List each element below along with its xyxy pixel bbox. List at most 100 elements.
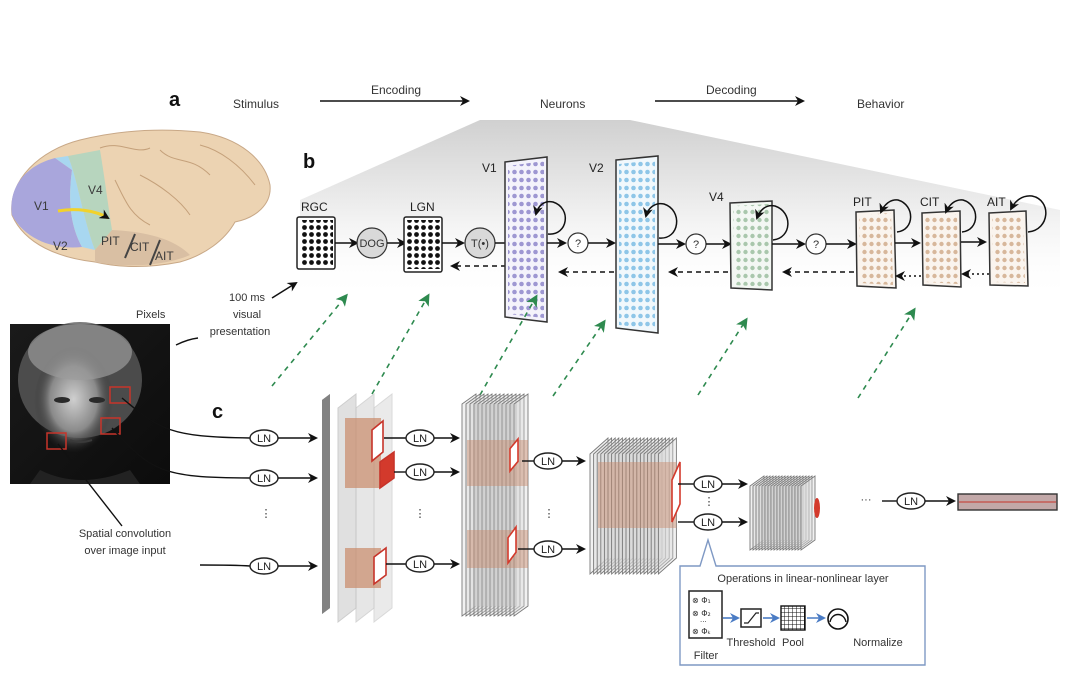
- neurons-label: Neurons: [540, 97, 585, 111]
- mapping-arrow-2: [371, 293, 430, 395]
- horizontal-ellipsis: ···: [861, 494, 872, 506]
- brain-label-pit: PIT: [101, 234, 120, 248]
- panel-b-label: b: [303, 151, 315, 173]
- pit-cit-divider: [124, 233, 136, 259]
- portrait-image: [10, 322, 170, 484]
- ln-node: LN: [249, 469, 279, 487]
- feature-map-plane: [770, 475, 786, 551]
- ops-title: Operations in linear-nonlinear layer: [717, 573, 889, 585]
- v4-region: [68, 150, 112, 250]
- it-region: [95, 230, 190, 266]
- ait-label: AIT: [987, 195, 1006, 209]
- ln-node: LN: [405, 429, 435, 447]
- input-curve-3: [199, 564, 251, 567]
- feature-map-plane: [779, 475, 795, 551]
- unknown-node-2-label: ?: [693, 239, 699, 251]
- feature-map-plane: [776, 475, 792, 551]
- spatial-leader-line: [57, 443, 123, 527]
- feature-map-plane: [513, 393, 529, 617]
- pit-dots: [859, 213, 893, 285]
- receptive-field-2: [100, 417, 121, 435]
- v1-dots: [508, 161, 544, 318]
- lgn-dots: [407, 220, 440, 269]
- mapping-arrow-6: [857, 307, 916, 399]
- receptive-field-band: [598, 462, 677, 528]
- brain-label-v2: V2: [53, 239, 68, 253]
- ln-node: LN: [405, 463, 435, 481]
- mapping-arrow-1: [271, 293, 348, 387]
- spatial-conv-line-1: Spatial convolution: [79, 528, 171, 540]
- feature-map-plane: [773, 475, 789, 551]
- feature-map-plane: [791, 475, 807, 551]
- v2-region: [55, 156, 95, 250]
- ait-recurrent-arrow: [1010, 195, 1047, 233]
- feature-map-plane: [794, 475, 810, 551]
- pool-grid-icon: [780, 605, 806, 631]
- svg-text:LN: LN: [904, 496, 918, 508]
- ln-node: LN: [533, 540, 563, 558]
- feature-map-plane: [767, 475, 783, 551]
- feature-map-plane: [749, 475, 765, 551]
- v2-dots: [619, 160, 655, 329]
- pit-recurrent-arrow: [879, 199, 912, 233]
- feature-map-plane: [481, 393, 497, 617]
- brain-label-ait: AIT: [155, 249, 174, 263]
- lgn-label: LGN: [410, 200, 435, 214]
- feature-map-plane: [469, 393, 485, 617]
- threshold-node-label: T(•): [471, 238, 489, 250]
- layer-1-stack: [322, 392, 395, 624]
- v2-recurrent-arrow: [643, 202, 678, 239]
- ln-node: LN: [249, 557, 279, 575]
- highlighted-unit: [509, 436, 519, 474]
- threshold-icon: [740, 608, 762, 628]
- feature-map-plane: [461, 393, 477, 617]
- v1-recurrent-arrow: [533, 200, 567, 235]
- svg-text:LN: LN: [413, 433, 427, 445]
- normalize-curve-icon: [829, 613, 847, 623]
- svg-text:LN: LN: [541, 544, 555, 556]
- v4-recurrent-arrow: [755, 204, 789, 241]
- v1-region: [11, 158, 82, 248]
- vertical-ellipsis: ⋮: [704, 496, 715, 508]
- feature-map-plane: [788, 475, 804, 551]
- unknown-node-3-label: ?: [813, 239, 819, 251]
- presentation-line-2: visual: [233, 309, 261, 321]
- mapping-arrow-3: [479, 294, 538, 396]
- rgc-label: RGC: [301, 200, 328, 214]
- feature-map-plane: [477, 393, 493, 617]
- sulci: [99, 144, 256, 226]
- ln-node: LN: [533, 452, 563, 470]
- svg-text:LN: LN: [257, 473, 271, 485]
- feature-map-plane: [485, 393, 501, 617]
- svg-text:LN: LN: [413, 559, 427, 571]
- feature-map-plane: [782, 475, 798, 551]
- vertical-ellipsis: ⋮: [261, 508, 272, 520]
- presentation-line-3: presentation: [210, 326, 271, 338]
- feature-map-plane: [800, 475, 816, 551]
- layer-3-stack: [589, 436, 681, 576]
- feature-map-plane: [755, 475, 771, 551]
- receptive-field-3: [46, 432, 67, 450]
- feature-map-plane: [785, 475, 801, 551]
- receptive-field-band: [467, 530, 528, 568]
- filter-ellipsis: ···: [700, 618, 707, 626]
- unknown-node-1-label: ?: [575, 238, 581, 250]
- ln-node: LN: [693, 475, 723, 493]
- rgc-dots: [300, 220, 333, 266]
- feature-map-plane: [493, 393, 509, 617]
- highlighted-unit: [814, 498, 820, 518]
- feature-map-plane: [650, 436, 670, 576]
- ln-node: LN: [693, 513, 723, 531]
- stimulus-label: Stimulus: [233, 97, 279, 111]
- brain-label-cit: CIT: [130, 240, 150, 254]
- v4-dots: [733, 204, 769, 287]
- pit-label: PIT: [853, 195, 872, 209]
- feature-map-plane: [473, 393, 489, 617]
- feature-map-plane: [797, 475, 813, 551]
- filter-item-k: ⊗ Φₖ: [692, 627, 711, 636]
- behavior-label: Behavior: [857, 97, 904, 111]
- feature-map-plane: [761, 475, 777, 551]
- feature-map-plane: [654, 436, 674, 576]
- brain-label-v4: V4: [88, 183, 103, 197]
